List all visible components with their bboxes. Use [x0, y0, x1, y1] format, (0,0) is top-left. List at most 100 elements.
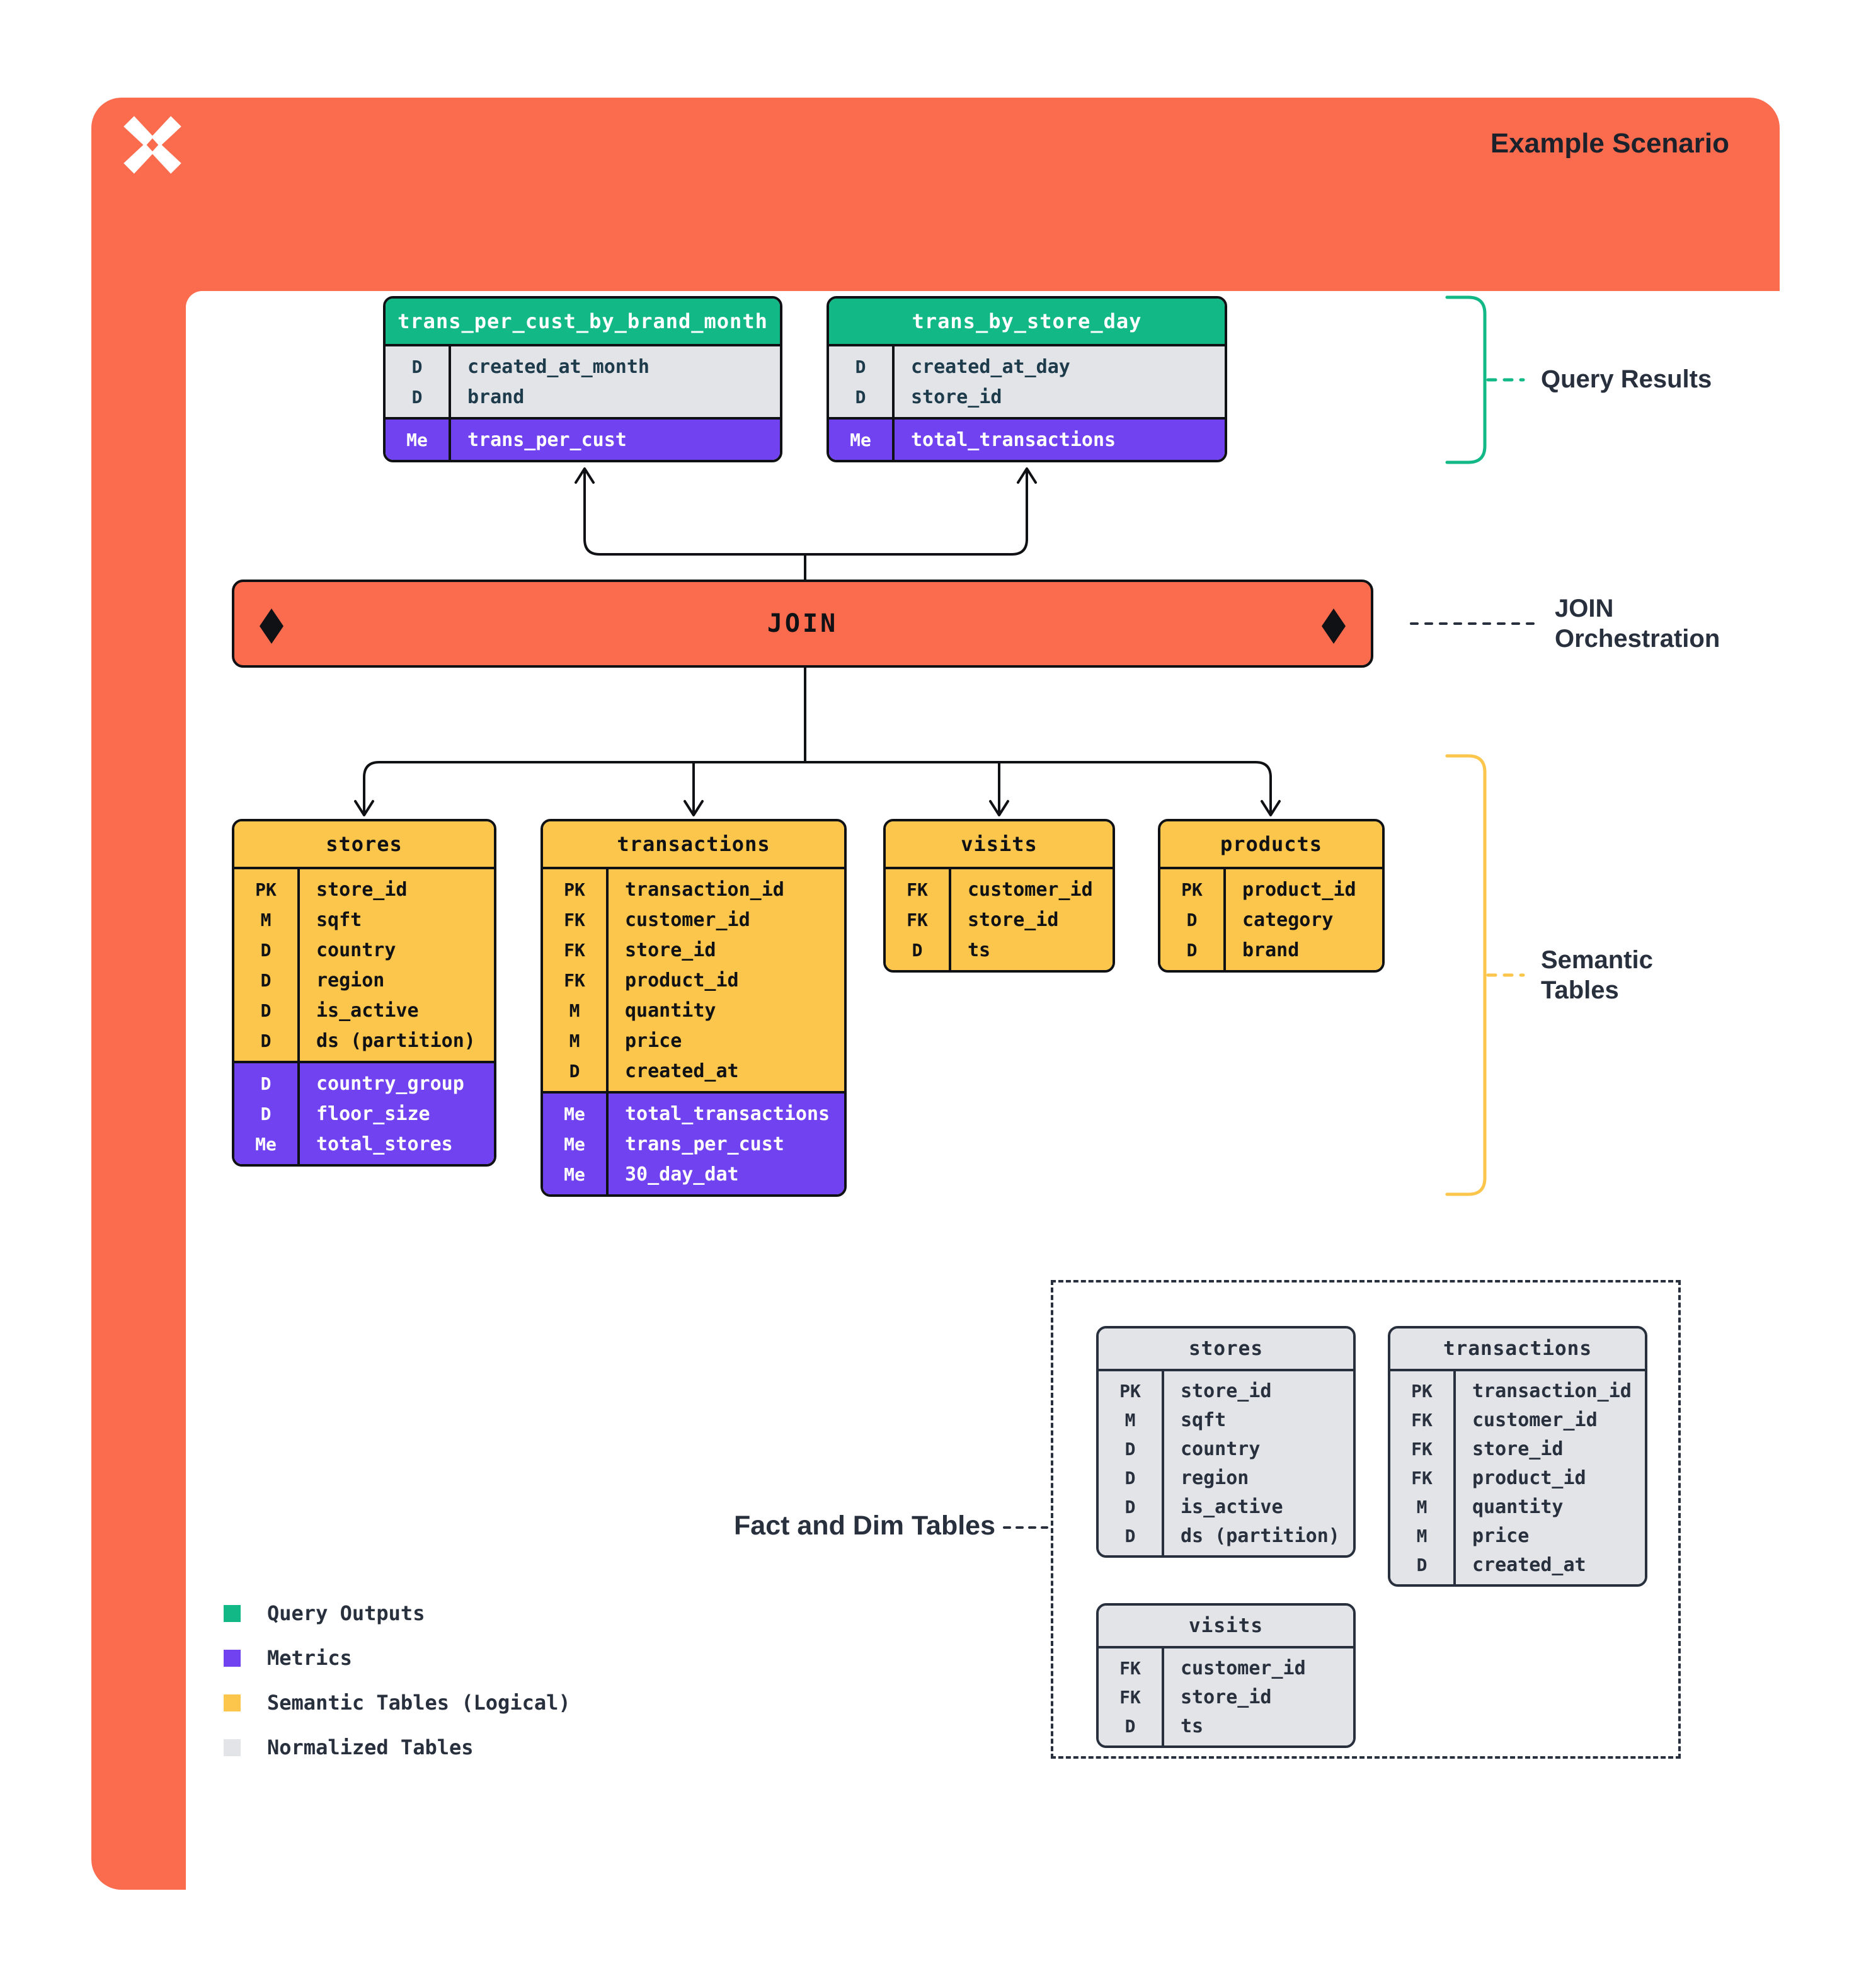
field-type: D — [260, 1000, 272, 1021]
column-divider — [449, 420, 451, 460]
semantic-tables-label-line1: Semantic — [1541, 946, 1653, 974]
legend-item-query-outputs: Query Outputs — [224, 1601, 425, 1625]
table-title: stores — [234, 821, 494, 867]
diamond-icon — [1322, 608, 1346, 644]
table-title: trans_per_cust_by_brand_month — [386, 299, 780, 344]
legend-item-semantic-tables: Semantic Tables (Logical) — [224, 1691, 571, 1715]
table-title: trans_by_store_day — [829, 299, 1225, 344]
field-name: created_at_day — [911, 355, 1070, 378]
field-name: quantity — [1472, 1495, 1564, 1518]
field-name: product_id — [1242, 878, 1356, 901]
field-name: total_stores — [316, 1133, 453, 1155]
fact-dim-label: Fact and Dim Tables — [734, 1511, 995, 1541]
field-name: sqft — [316, 908, 362, 931]
table-title: stores — [1099, 1328, 1353, 1369]
field-type: Me — [564, 1133, 585, 1155]
column-divider — [449, 346, 451, 417]
field-name: country — [316, 939, 396, 961]
join-label: JOIN — [767, 609, 838, 638]
field-type: D — [569, 1060, 580, 1082]
field-name: country_group — [316, 1072, 464, 1095]
field-type: D — [1416, 1554, 1428, 1575]
diamond-icon — [260, 608, 283, 644]
field-name: is_active — [1181, 1495, 1283, 1518]
field-type: D — [411, 386, 423, 408]
join-orchestration-label-line1: JOIN — [1555, 595, 1614, 622]
field-type: FK — [564, 939, 585, 961]
field-name: transaction_id — [1472, 1380, 1632, 1402]
field-name: transaction_id — [625, 878, 784, 901]
table-title: transactions — [543, 821, 844, 867]
field-type: D — [260, 1030, 272, 1051]
field-name: brand — [467, 386, 525, 408]
join-orchestration-label-line2: Orchestration — [1555, 625, 1720, 653]
field-name: sqft — [1181, 1408, 1227, 1431]
table-row: PK transaction_id — [1390, 1376, 1645, 1405]
column-divider — [606, 1094, 609, 1194]
field-type: FK — [1411, 1438, 1433, 1460]
column-divider — [1162, 1648, 1164, 1745]
field-name: ds (partition) — [1181, 1524, 1340, 1547]
field-type: FK — [1119, 1686, 1141, 1708]
field-type: M — [569, 1000, 580, 1021]
x-star-hole — [146, 138, 159, 152]
legend-swatch-purple — [224, 1649, 241, 1667]
field-type: D — [1124, 1525, 1136, 1546]
field-name: ds (partition) — [316, 1029, 476, 1052]
field-name: store_id — [911, 386, 1002, 408]
field-type: FK — [1411, 1409, 1433, 1431]
field-name: created_at — [1472, 1553, 1586, 1576]
field-type: D — [1124, 1715, 1136, 1737]
field-name: created_at_month — [467, 355, 649, 378]
field-type: Me — [850, 429, 871, 450]
field-type: FK — [1411, 1467, 1433, 1488]
field-name: customer_id — [625, 908, 750, 931]
field-type: D — [260, 1073, 272, 1094]
column-divider — [297, 1063, 300, 1164]
legend-swatch-yellow — [224, 1694, 241, 1711]
field-type: FK — [907, 879, 928, 900]
column-divider — [1453, 1371, 1456, 1584]
field-type: M — [1416, 1525, 1428, 1546]
field-name: total_transactions — [911, 428, 1116, 451]
join-orchestration-label: JOIN Orchestration — [1555, 593, 1720, 654]
field-type: D — [912, 939, 923, 961]
field-type: Me — [564, 1103, 585, 1124]
field-name: ts — [1181, 1715, 1204, 1737]
field-type: FK — [564, 969, 585, 991]
column-divider — [1162, 1371, 1164, 1555]
field-name: brand — [1242, 939, 1300, 961]
field-type: PK — [1181, 879, 1203, 900]
field-type: PK — [1411, 1380, 1433, 1402]
page-title: Example Scenario — [1490, 128, 1729, 159]
